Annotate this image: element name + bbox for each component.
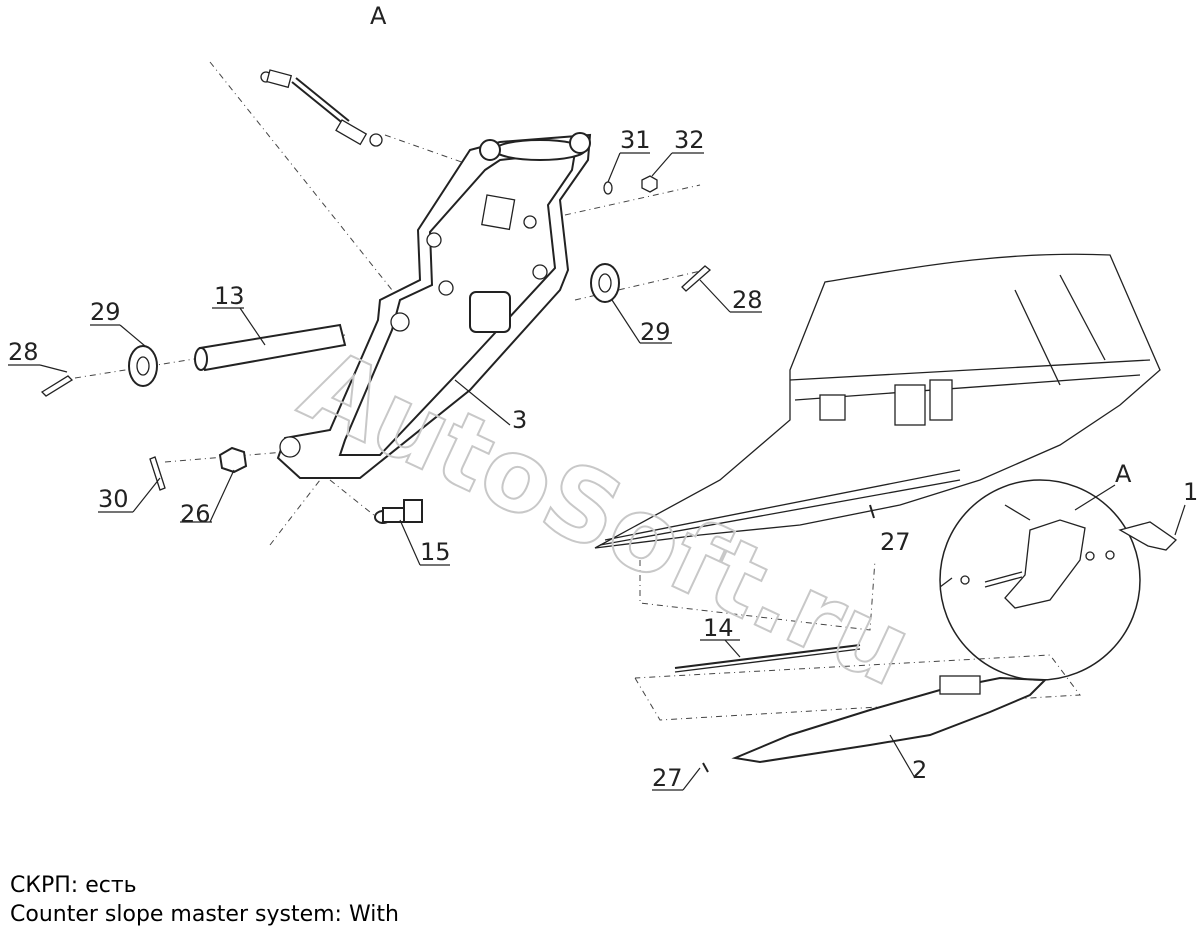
cotter-pin-28-left (40, 375, 74, 397)
cotter-pin-28-right (681, 265, 712, 292)
callout-14: 14 (703, 614, 734, 642)
callout-28-left: 28 (8, 338, 39, 366)
callout-27-upper: 27 (880, 528, 911, 556)
callout-30: 30 (98, 485, 129, 513)
cotter-pin-30 (149, 456, 166, 491)
view-label: A (370, 2, 387, 30)
callout-26: 26 (180, 500, 211, 528)
callout-32: 32 (674, 126, 705, 154)
pin-27-upper (869, 504, 875, 519)
callout-29-left: 29 (90, 298, 121, 326)
stud-15 (374, 499, 423, 524)
chassis-frame (594, 253, 1161, 549)
callout-29-right: 29 (640, 318, 671, 346)
washer-31 (603, 181, 613, 195)
callout-3: 3 (512, 406, 527, 434)
lever-1 (1118, 521, 1178, 551)
callout-27-lower: 27 (652, 764, 683, 792)
caption-en: Counter slope master system: With (10, 902, 399, 927)
callout-13: 13 (214, 282, 245, 310)
pin-27-lower (702, 762, 709, 773)
guard-plate-2 (731, 675, 1048, 764)
detail-view-label: A (1115, 460, 1132, 488)
nut-32 (641, 175, 658, 193)
callout-1: 1 (1183, 478, 1198, 506)
leader-lines (8, 152, 1186, 791)
callout-28-right: 28 (732, 286, 763, 314)
caption-ru: СКРП: есть (10, 873, 137, 898)
pin-13 (194, 323, 347, 372)
castle-nut-26 (218, 446, 248, 474)
tie-rod (260, 69, 383, 147)
detail-circle-a (939, 479, 1141, 681)
callout-2: 2 (912, 756, 927, 784)
exploded-parts-diagram: AutoSoft.ru A A 28 29 13 3 30 26 15 31 3… (8, 2, 1198, 792)
callout-31: 31 (620, 126, 651, 154)
washer-29-left (128, 345, 158, 387)
washer-29-right (590, 263, 620, 303)
rod-14 (674, 644, 861, 673)
callout-15: 15 (420, 538, 451, 566)
swing-frame (276, 132, 592, 479)
